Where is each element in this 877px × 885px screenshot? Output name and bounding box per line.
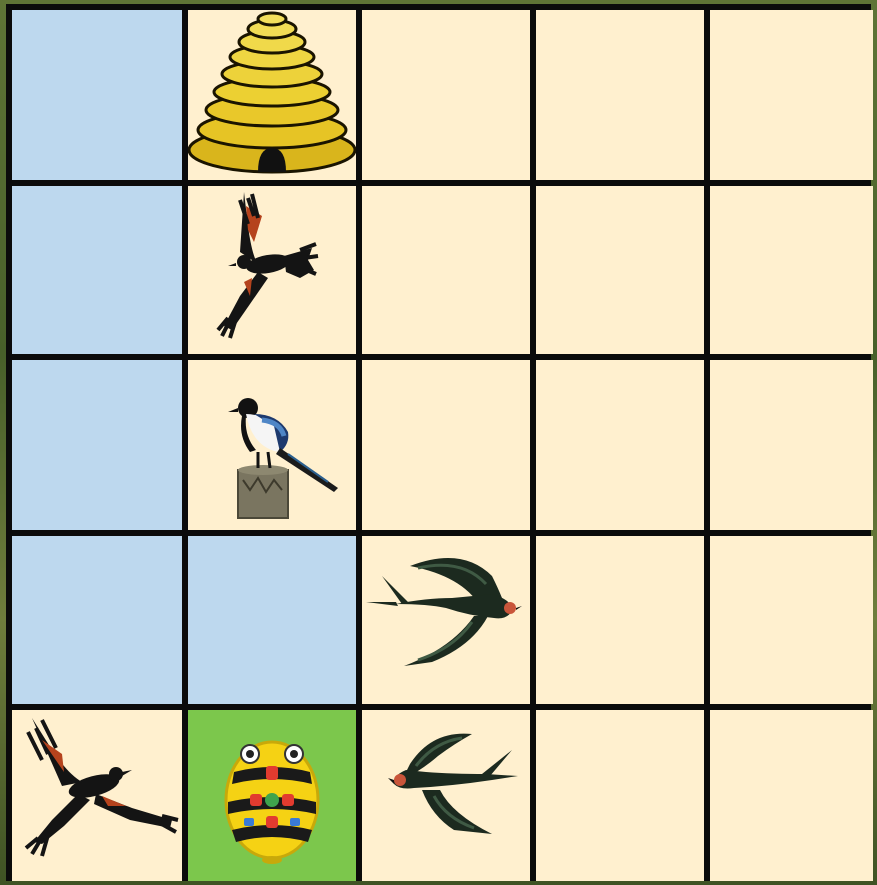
cell-r0-c3[interactable] [536, 10, 704, 180]
cell-r2-c4[interactable] [710, 360, 873, 530]
beehive-icon [188, 10, 356, 180]
swallow-icon [362, 536, 530, 704]
swallow-icon [362, 710, 530, 881]
cell-r4-c1[interactable] [188, 710, 356, 881]
cell-r4-c2[interactable] [362, 710, 530, 881]
cell-r0-c0[interactable] [12, 10, 182, 180]
blackbird-flying-icon [12, 710, 182, 881]
cell-r1-c0[interactable] [12, 186, 182, 354]
cell-r0-c4[interactable] [710, 10, 873, 180]
cell-r2-c3[interactable] [536, 360, 704, 530]
blackbird-flying-icon [188, 186, 356, 354]
cell-r1-c2[interactable] [362, 186, 530, 354]
cell-r1-c4[interactable] [710, 186, 873, 354]
cell-r4-c4[interactable] [710, 710, 873, 881]
cell-r0-c2[interactable] [362, 10, 530, 180]
cell-r1-c1[interactable] [188, 186, 356, 354]
cell-r3-c2[interactable] [362, 536, 530, 704]
cell-r2-c2[interactable] [362, 360, 530, 530]
cell-r4-c3[interactable] [536, 710, 704, 881]
cell-r3-c1[interactable] [188, 536, 356, 704]
cell-r4-c0[interactable] [12, 710, 182, 881]
cell-r0-c1[interactable] [188, 10, 356, 180]
cell-r2-c0[interactable] [12, 360, 182, 530]
bee-bot-icon [188, 710, 356, 881]
game-board [6, 4, 871, 881]
cell-r3-c3[interactable] [536, 536, 704, 704]
cell-r3-c0[interactable] [12, 536, 182, 704]
cell-r3-c4[interactable] [710, 536, 873, 704]
cell-r1-c3[interactable] [536, 186, 704, 354]
magpie-on-post-icon [188, 360, 356, 530]
cell-r2-c1[interactable] [188, 360, 356, 530]
